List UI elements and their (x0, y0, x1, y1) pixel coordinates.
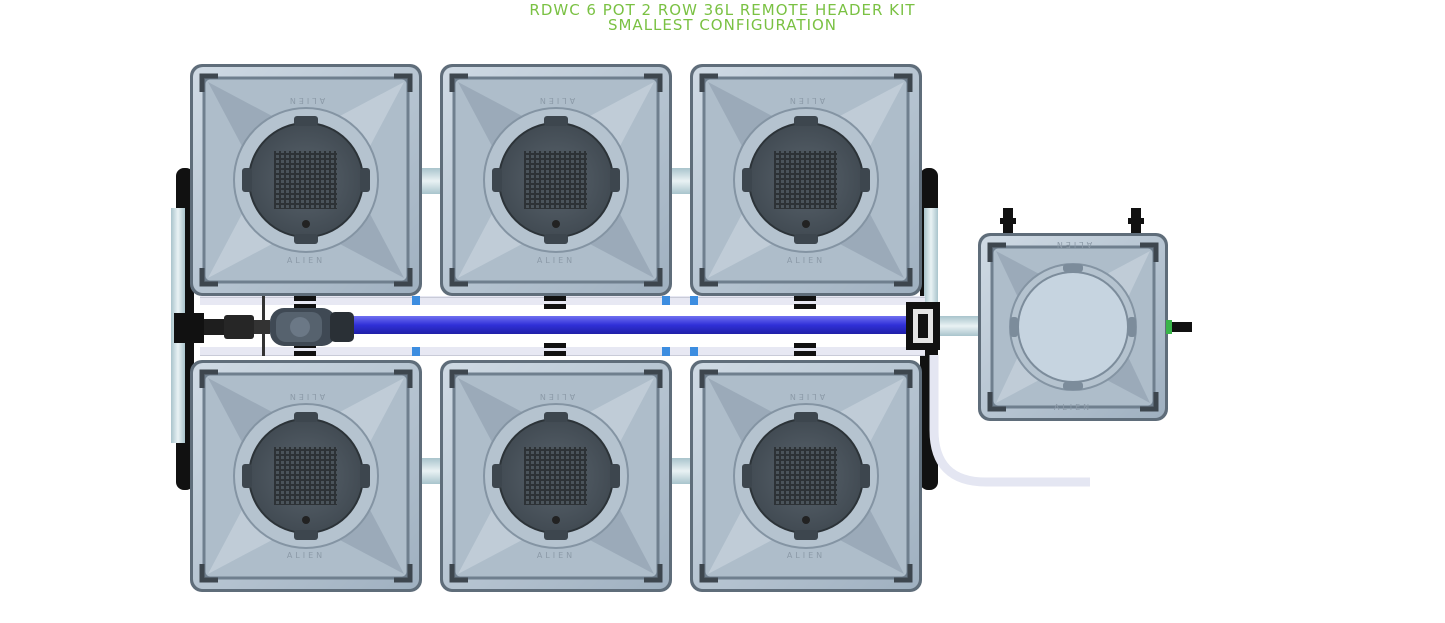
pot-brand-label: ALIEN (287, 551, 325, 560)
left-tee-fitting (174, 313, 204, 343)
pot-brand-label: ALIEN (537, 392, 575, 401)
header-feed-pipe (940, 316, 980, 336)
pot-brand-label: ALIEN (787, 392, 825, 401)
connector-pipe (670, 168, 692, 194)
pump (270, 308, 354, 346)
pot-brand-label: ALIEN (287, 392, 325, 401)
connector-pipe (420, 458, 442, 484)
right-manifold-pipe (924, 208, 938, 318)
pot-brand-label: ALIEN (787, 256, 825, 265)
diagram-title: RDWC 6 POT 2 ROW 36L REMOTE HEADER KIT (529, 1, 916, 19)
pot-brand-label: ALIEN (537, 551, 575, 560)
line-clips (412, 296, 698, 356)
diagram-subtitle: SMALLEST CONFIGURATION (607, 16, 838, 34)
pot-brand-label: ALIEN (787, 551, 825, 560)
right-tee-fitting (906, 302, 940, 350)
connector-pipe (420, 168, 442, 194)
drain-tube (929, 355, 1090, 487)
pot-brand-label: ALIEN (537, 96, 575, 105)
valve-body (224, 315, 254, 339)
pot-brand-label: ALIEN (287, 256, 325, 265)
pot-brand-labels: ALIEN ALIEN ALIEN ALIEN ALIEN ALIEN ALIE… (287, 96, 825, 560)
pot-brand-label: ALIEN (537, 256, 575, 265)
valve (204, 319, 224, 335)
header-tank-brand-label: ALIEN (1054, 403, 1092, 412)
water-feed-line (340, 316, 915, 334)
pot-brand-label: ALIEN (787, 96, 825, 105)
pot-brand-label: ALIEN (287, 96, 325, 105)
header-tank: ALIEN ALIEN (978, 208, 1192, 421)
connector-pipe (670, 458, 692, 484)
header-tank-brand-label: ALIEN (1054, 240, 1092, 249)
